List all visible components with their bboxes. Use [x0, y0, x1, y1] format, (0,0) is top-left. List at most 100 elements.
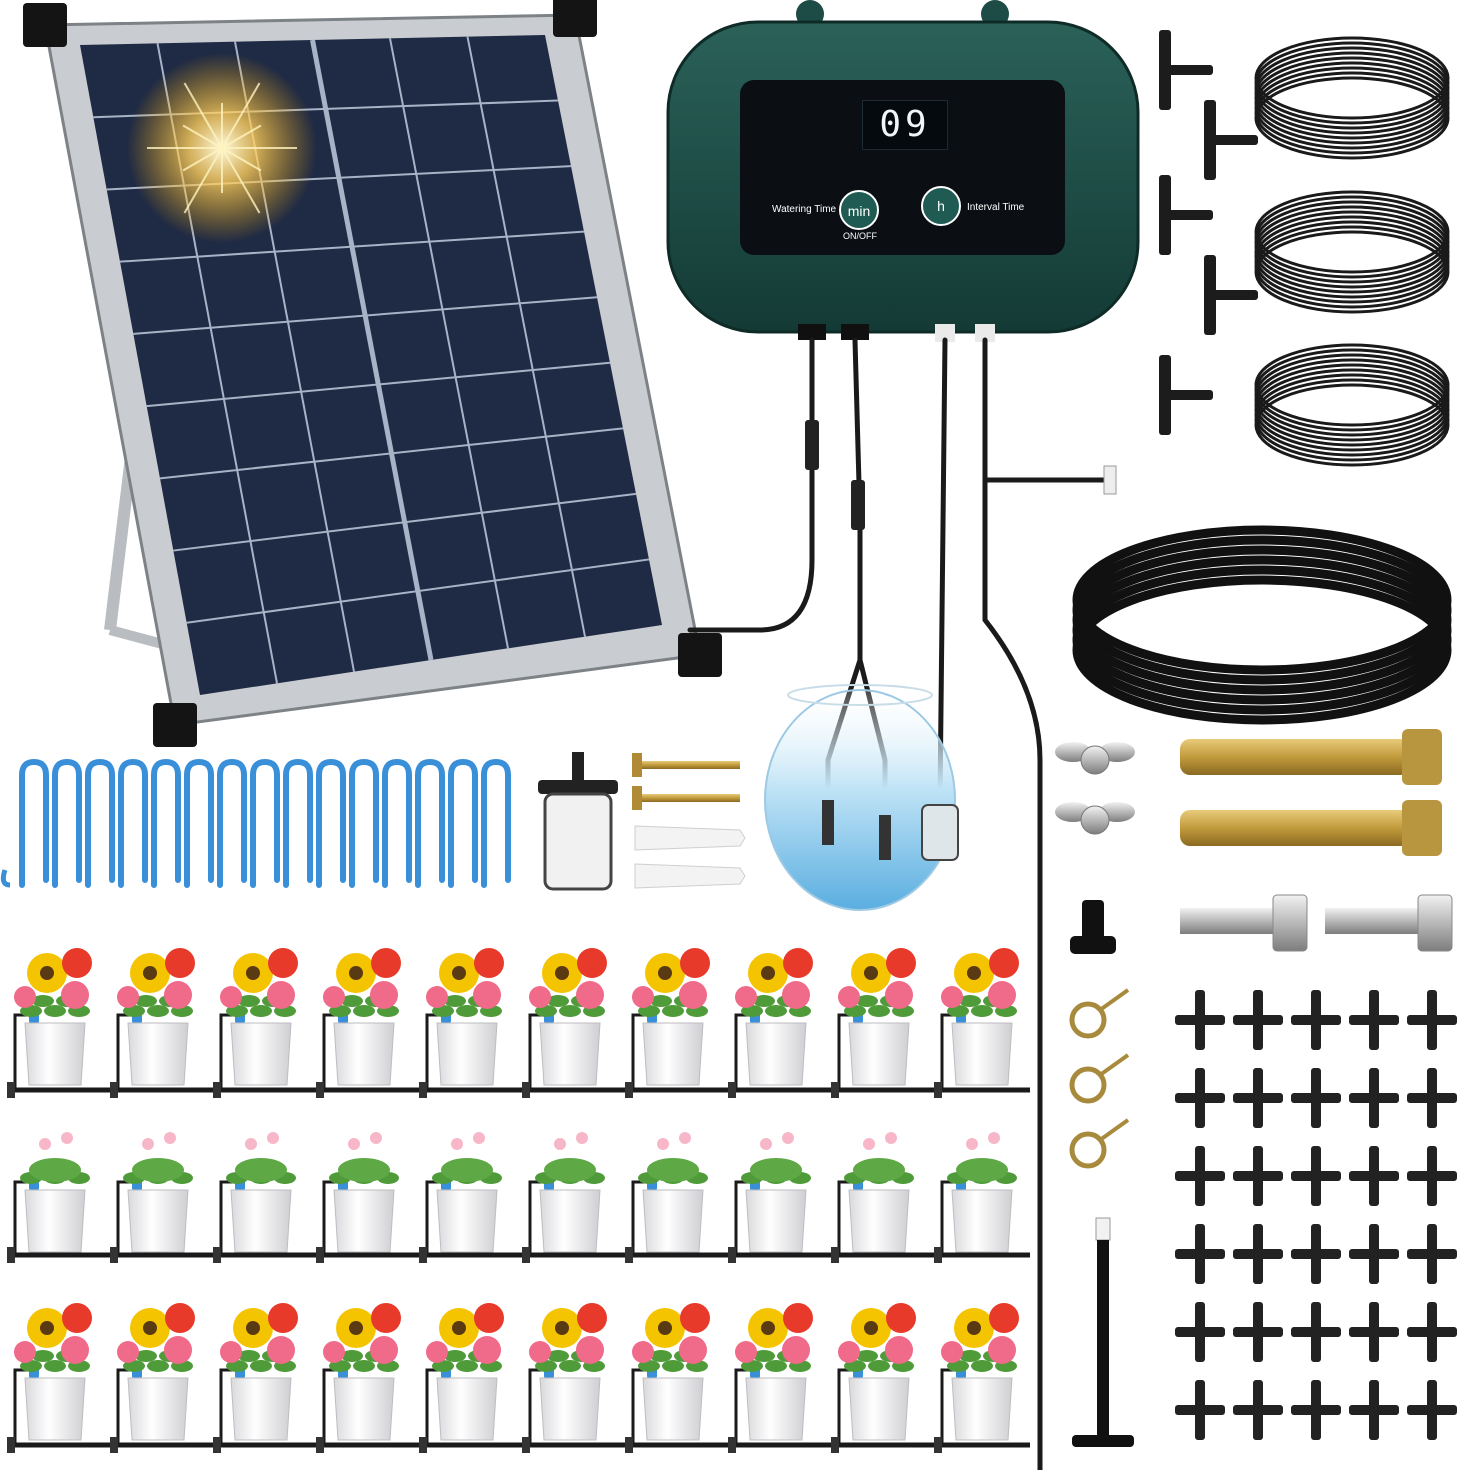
flower — [323, 1341, 345, 1363]
hose-clamp — [1069, 1131, 1107, 1169]
leaf — [456, 1005, 478, 1017]
cable-port — [798, 324, 826, 340]
bud — [657, 1138, 669, 1150]
leaf — [250, 1360, 272, 1372]
bud — [164, 1132, 176, 1144]
corner-cap — [678, 633, 722, 677]
grid-tee-stem — [1311, 1068, 1321, 1128]
sun-ray — [182, 147, 223, 172]
tube-tee — [625, 1082, 633, 1098]
tube-tee — [419, 1082, 427, 1098]
tube-tee — [110, 1082, 118, 1098]
tube-tee — [316, 1247, 324, 1263]
hose-clamp-tab — [1098, 988, 1130, 1012]
tee-branch — [1165, 210, 1213, 220]
tube-tee — [213, 1247, 221, 1263]
drip-stake — [481, 758, 511, 888]
sensor-probe — [879, 815, 891, 860]
flower — [988, 981, 1016, 1009]
flower-center — [967, 1321, 981, 1335]
tube-coil-loop — [1254, 56, 1450, 140]
grid-tee-stem — [1253, 1380, 1263, 1440]
bud — [782, 1132, 794, 1144]
leaf — [20, 1360, 42, 1372]
expansion-bolt — [1180, 810, 1410, 846]
flower-center — [864, 1321, 878, 1335]
flower-center — [40, 966, 54, 980]
flower-center — [40, 1321, 54, 1335]
flower — [529, 986, 551, 1008]
hose-clamp-tab — [1098, 1053, 1130, 1077]
flower — [426, 986, 448, 1008]
grid-tee-stem — [1195, 1146, 1205, 1206]
interval-time-label: Interval Time — [967, 202, 1025, 213]
tube-tee — [625, 1247, 633, 1263]
leaf — [765, 1360, 787, 1372]
tube-tee — [213, 1082, 221, 1098]
bud — [451, 1138, 463, 1150]
bud — [554, 1138, 566, 1150]
tube-tee — [213, 1437, 221, 1453]
flower-pot — [745, 1377, 807, 1441]
stake-tube-end — [0, 869, 11, 888]
bud — [576, 1132, 588, 1144]
hour-button[interactable]: h — [937, 198, 945, 214]
flower-pot — [333, 1189, 395, 1253]
leaf — [123, 1005, 145, 1017]
flower-center — [452, 966, 466, 980]
flower-pot — [436, 1377, 498, 1441]
leaf — [353, 1005, 375, 1017]
flower-pot — [127, 1022, 189, 1086]
outlet-port — [935, 324, 955, 342]
corner-cap — [553, 0, 597, 37]
bud — [988, 1132, 1000, 1144]
leaf — [135, 995, 157, 1007]
tube-coil-loop — [1254, 230, 1450, 314]
drip-stake — [382, 758, 412, 888]
bud — [61, 1132, 73, 1144]
leaf — [20, 1005, 42, 1017]
flower — [735, 1341, 757, 1363]
flower — [165, 948, 195, 978]
leaf — [753, 1350, 775, 1362]
flower-center — [761, 966, 775, 980]
flower — [14, 986, 36, 1008]
grid-tee-stem — [1311, 1146, 1321, 1206]
grid-tee-stem — [1253, 1146, 1263, 1206]
screw-head — [632, 753, 642, 777]
hour-button-ring — [921, 186, 961, 226]
leaf — [559, 1360, 581, 1372]
hose-clamp — [1069, 1001, 1107, 1039]
main-hose-coil — [1072, 525, 1452, 725]
min-button[interactable]: min — [847, 203, 871, 219]
flower-pot — [24, 1189, 86, 1253]
flower-pot — [24, 1022, 86, 1086]
expansion-bolt — [1180, 739, 1410, 775]
tube-coil-loop — [1254, 363, 1450, 447]
pump-controller — [666, 0, 1140, 342]
leaf-cluster — [29, 1158, 81, 1182]
filter-mesh — [543, 792, 613, 891]
tube-tee — [934, 1437, 942, 1453]
leaf — [753, 995, 775, 1007]
leaf-cluster — [956, 1158, 1008, 1182]
flower — [474, 948, 504, 978]
flower-pot — [951, 1022, 1013, 1086]
leaf — [147, 1360, 169, 1372]
grid-tee-stem — [1427, 1302, 1437, 1362]
flower — [61, 981, 89, 1009]
grid-tee-stem — [1195, 1302, 1205, 1362]
leaf — [123, 1360, 145, 1372]
leaf-cluster — [338, 1158, 390, 1182]
flower-pot — [24, 1377, 86, 1441]
tube-tee — [728, 1247, 736, 1263]
flower-center — [555, 966, 569, 980]
cable-connector — [805, 420, 819, 470]
solar-panel — [23, 0, 722, 747]
flower — [577, 948, 607, 978]
flower — [783, 948, 813, 978]
flower — [576, 1336, 604, 1364]
flower — [426, 1341, 448, 1363]
flower-pot — [539, 1022, 601, 1086]
